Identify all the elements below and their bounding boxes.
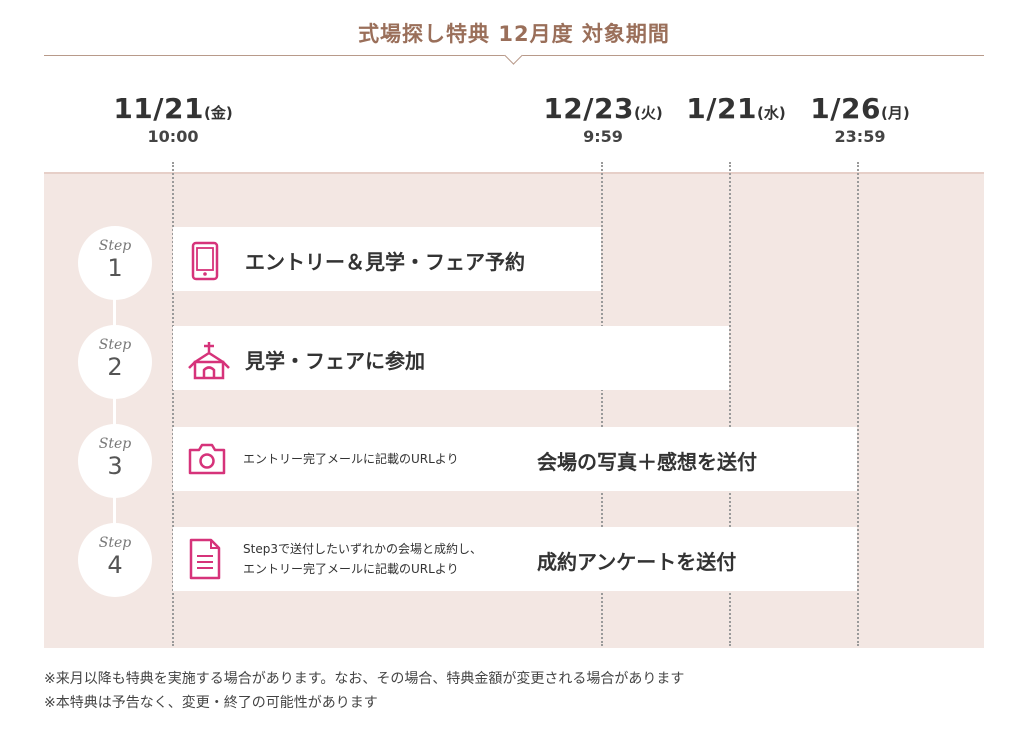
step-label: 会場の写真＋感想を送付 [537, 450, 757, 474]
date-visit-deadline-day: 1/21 [686, 92, 757, 125]
footnote: ※本特典は予告なく、変更・終了の可能性があります [44, 695, 378, 711]
chapel-icon [188, 342, 230, 380]
step-sublabel-line2: エントリー完了メールに記載のURLより [243, 562, 459, 576]
camera-icon [188, 443, 226, 475]
step-label: 見学・フェアに参加 [245, 349, 425, 373]
title-caret-icon [504, 46, 523, 65]
date-end-time: 23:59 [834, 127, 886, 146]
step-connector [113, 250, 116, 570]
step-bar-4: Step3で送付したいずれかの会場と成約し、 エントリー完了メールに記載のURL… [173, 527, 857, 591]
date-end-weekday: (月) [880, 104, 910, 122]
date-end: 1/26(月) 23:59 [800, 92, 920, 146]
footnotes: ※来月以降も特典を実施する場合があります。なお、その場合、特典金額が変更される場… [44, 667, 684, 715]
step-badge-4: Step 4 [78, 523, 152, 597]
date-start-day: 11/21 [113, 92, 204, 125]
step-word: Step [98, 436, 132, 452]
date-start: 11/21(金) 10:00 [100, 92, 246, 146]
step-badge-1: Step 1 [78, 226, 152, 300]
step-word: Step [98, 238, 132, 254]
date-visit-deadline-weekday: (水) [756, 104, 786, 122]
step-badge-2: Step 2 [78, 325, 152, 399]
date-visit-deadline: 1/21(水) [676, 92, 796, 127]
step-number: 4 [107, 551, 123, 579]
step-badge-3: Step 3 [78, 424, 152, 498]
step-word: Step [98, 535, 132, 551]
smartphone-icon [191, 241, 219, 281]
step-number: 2 [107, 353, 123, 381]
date-entry-deadline-time: 9:59 [583, 127, 623, 146]
date-end-day: 1/26 [810, 92, 881, 125]
step-sublabel-line1: Step3で送付したいずれかの会場と成約し、 [243, 542, 482, 556]
date-entry-deadline-day: 12/23 [543, 92, 634, 125]
step-word: Step [98, 337, 132, 353]
date-start-weekday: (金) [203, 104, 233, 122]
date-entry-deadline-weekday: (火) [633, 104, 663, 122]
step-number: 3 [107, 452, 123, 480]
timeline-guide-start [172, 162, 174, 646]
date-start-time: 10:00 [147, 127, 199, 146]
date-entry-deadline: 12/23(火) 9:59 [530, 92, 676, 146]
timeline-guide-end [857, 162, 859, 646]
footnote: ※来月以降も特典を実施する場合があります。なお、その場合、特典金額が変更される場… [44, 671, 685, 687]
step-bar-3: エントリー完了メールに記載のURLより 会場の写真＋感想を送付 [173, 427, 857, 491]
step-label: エントリー＆見学・フェア予約 [245, 250, 525, 274]
step-bar-1: エントリー＆見学・フェア予約 [173, 227, 601, 291]
timeline-guide-visit-deadline [729, 162, 731, 646]
step-number: 1 [107, 254, 123, 282]
page-title: 式場探し特典 12月度 対象期間 [358, 22, 670, 46]
step-sublabel: エントリー完了メールに記載のURLより [243, 452, 459, 466]
document-icon [189, 538, 221, 580]
timeline-guide-entry-deadline [601, 162, 603, 646]
step-bar-2: 見学・フェアに参加 [173, 326, 729, 390]
step-label: 成約アンケートを送付 [537, 550, 737, 574]
